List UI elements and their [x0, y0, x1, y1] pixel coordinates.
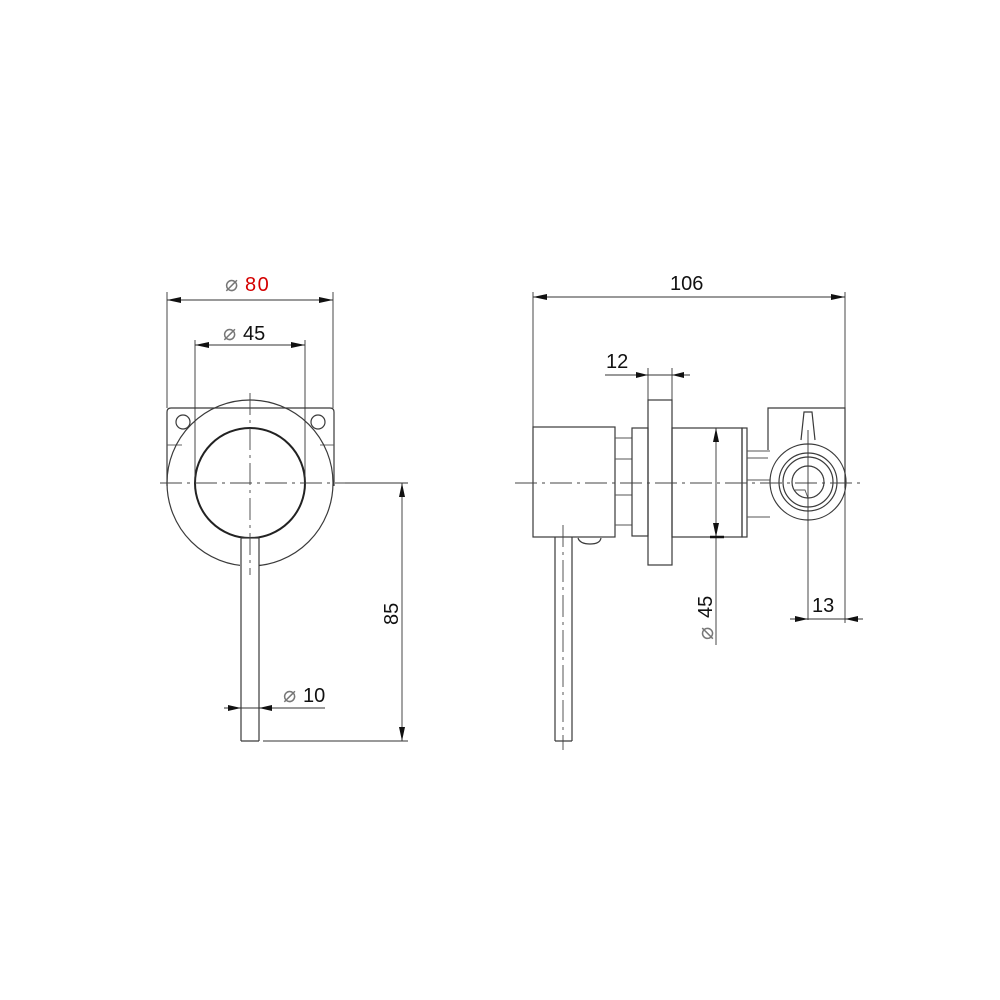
- mounting-bracket: [166, 407, 335, 486]
- front-view: ⌀ 80 ⌀ 45 85 ⌀ 10: [160, 271, 408, 742]
- dim-plate-diameter: 80: [245, 274, 270, 296]
- mounting-hole-left: [175, 414, 191, 430]
- cover-plate-side: [647, 399, 673, 566]
- side-view: 106 12 45 ⌀ 13: [515, 273, 863, 750]
- diameter-symbol-icon: ⌀: [693, 627, 718, 640]
- dim-body-diameter: 45: [695, 596, 717, 618]
- mounting-hole-right: [310, 414, 326, 430]
- diameter-symbol-icon: ⌀: [223, 320, 236, 345]
- dim-handle-diameter: 45: [243, 323, 265, 345]
- diameter-symbol-icon: ⌀: [283, 682, 296, 707]
- dim-lever-diameter: 10: [303, 685, 325, 707]
- dim-outlet-offset: 13: [812, 595, 834, 617]
- diameter-symbol-icon: ⌀: [225, 271, 238, 296]
- dim-lever-length: 85: [381, 603, 403, 625]
- dim-plate-thickness: 12: [606, 351, 628, 373]
- valve-body-side: [671, 427, 743, 538]
- dim-overall-depth: 106: [670, 273, 703, 295]
- handle-body-side: [532, 426, 616, 538]
